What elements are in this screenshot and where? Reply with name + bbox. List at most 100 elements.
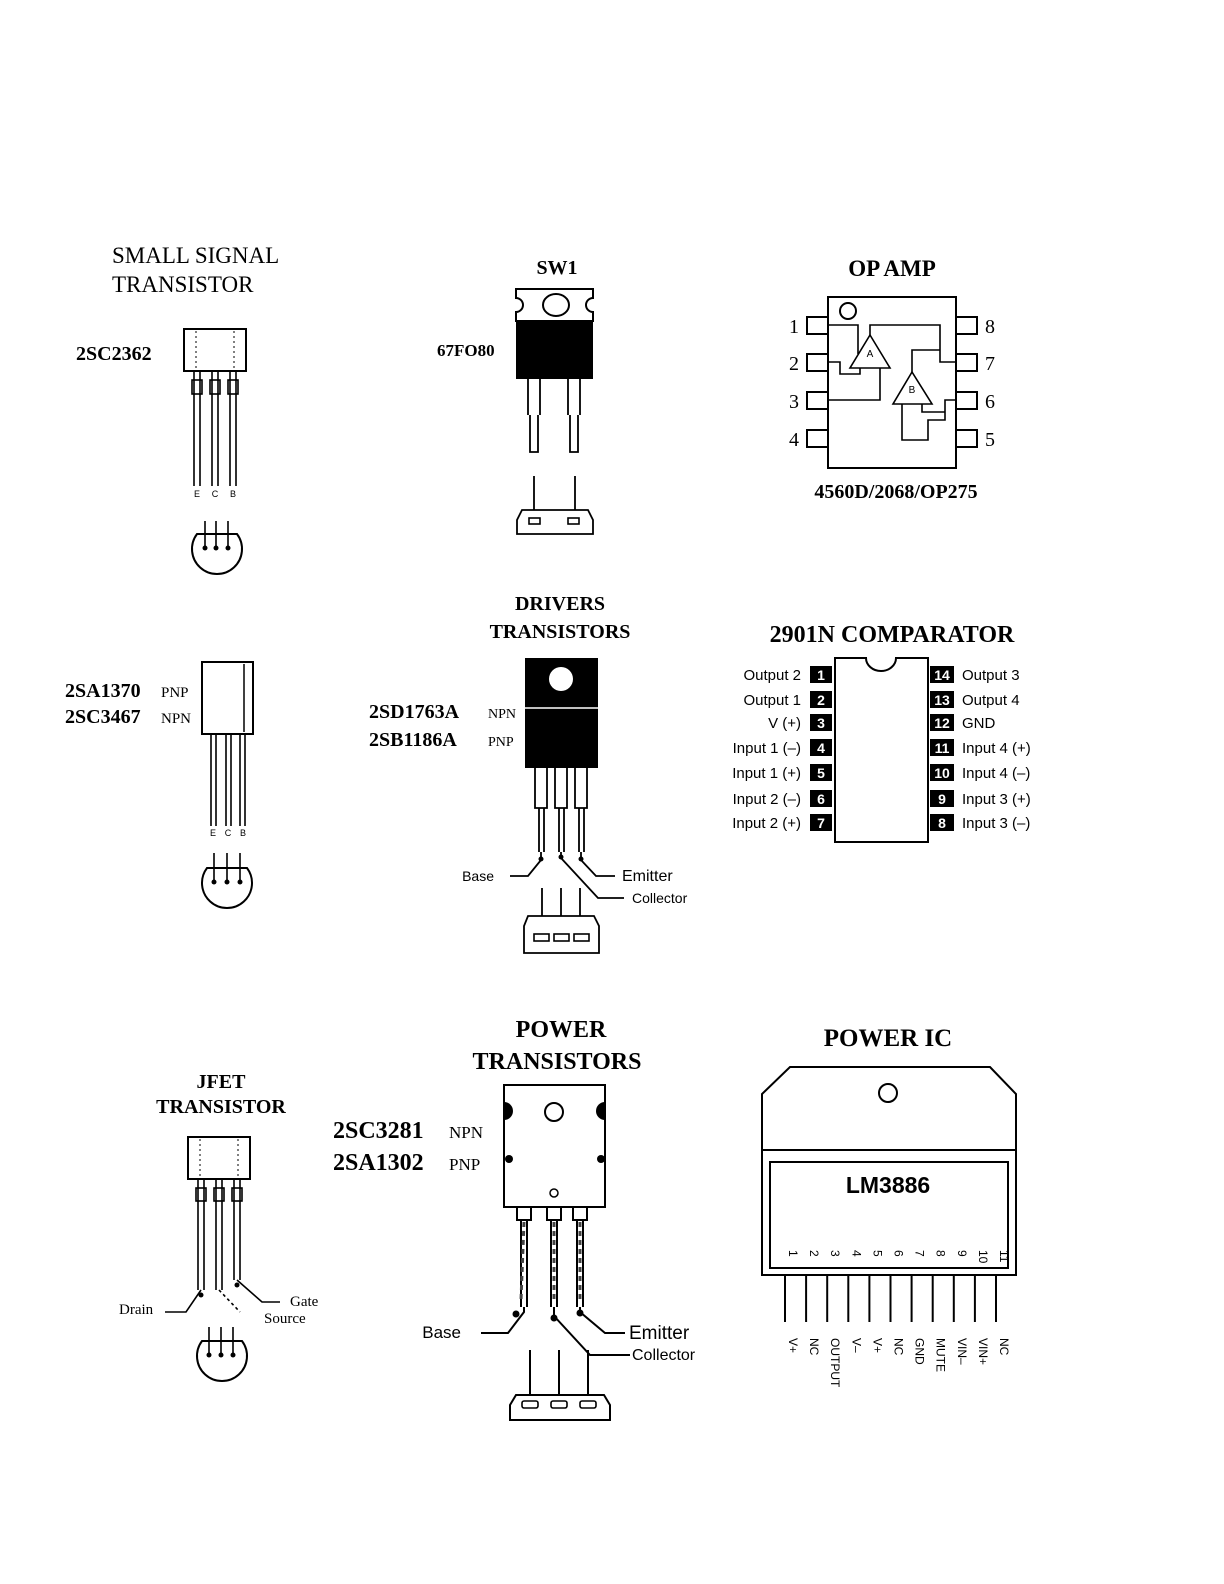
power-ic-pin-label: VIN+: [976, 1338, 990, 1365]
comparator-title: 2901N COMPARATOR: [770, 622, 1015, 648]
to92l-pin-b: B: [240, 828, 246, 838]
power-ic-pin-number: 10: [976, 1250, 990, 1264]
opamp-pin-2: 2: [789, 353, 799, 375]
comparator-pin-label: Input 4 (+): [962, 740, 1031, 757]
opamp-pin-4: 4: [789, 429, 799, 451]
to92-body: [183, 328, 247, 372]
small-signal-title-1: SMALL SIGNAL: [112, 243, 279, 268]
power-part-2: 2SA1302: [333, 1150, 424, 1176]
power-part-2-type: PNP: [449, 1155, 480, 1174]
power-ic-pin-number: 7: [913, 1250, 927, 1257]
opamp-title: OP AMP: [848, 256, 936, 281]
op-amp: OP AMP 1 2 3 4 8 7 6 5 A B 4560D/20: [789, 256, 995, 503]
to92l-bottom-view: [201, 853, 253, 909]
comparator-pin-box: [810, 739, 832, 756]
comparator-pin-label: Input 2 (–): [733, 791, 801, 808]
comparator-pin-number: 9: [938, 791, 946, 807]
power-part-1-type: NPN: [449, 1123, 483, 1142]
driver-transistors: DRIVERS TRANSISTORS 2SD1763A NPN 2SB1186…: [369, 593, 688, 954]
comparator-pin-box: [930, 666, 954, 683]
sw1-regulator: SW1 67FO80: [437, 257, 594, 535]
to92l-part-1: 2SA1370: [65, 680, 141, 702]
comparator-pin-box: [930, 790, 954, 807]
comparator-pin-label: Output 3: [962, 667, 1020, 684]
comparator-pin-box: [930, 764, 954, 781]
comparator-pin-number: 1: [817, 667, 825, 683]
power-ic-pin-label: NC: [892, 1338, 906, 1356]
power-ic-pin-number: 3: [828, 1250, 842, 1257]
comparator-pin-label: Input 3 (–): [962, 815, 1030, 832]
comparator-pin-label: Input 3 (+): [962, 791, 1031, 808]
comparator-pin-label: Input 1 (–): [733, 740, 801, 757]
jfet-drain-label: Drain: [119, 1302, 154, 1318]
power-ic-pin-label: NC: [997, 1338, 1011, 1356]
comparator-pin-box: [930, 814, 954, 831]
power-ic-part: LM3886: [846, 1172, 930, 1198]
to92l-body: [201, 661, 254, 735]
power-ic-pin-number: 5: [870, 1250, 884, 1257]
jfet-body: [187, 1136, 251, 1180]
pin-c-label: C: [212, 489, 219, 499]
power-ic-pin-label: V+: [870, 1338, 884, 1353]
comparator-pin-number: 5: [817, 765, 825, 781]
power-part-1: 2SC3281: [333, 1118, 424, 1144]
drivers-emitter-label: Emitter: [622, 868, 673, 885]
jfet-gate-label: Gate: [290, 1294, 319, 1310]
comparator-pin-number: 2: [817, 692, 825, 708]
drivers-part-1: 2SD1763A: [369, 701, 460, 723]
opamp-part: 4560D/2068/OP275: [814, 481, 977, 503]
jfet-bottom-view: [196, 1327, 248, 1382]
power-ic-title: POWER IC: [824, 1025, 952, 1052]
comparator-pin-number: 3: [817, 715, 825, 731]
power-ic-pin-label: VIN–: [955, 1338, 969, 1365]
comparator-pin-label: Input 4 (–): [962, 765, 1030, 782]
comparator-pin-label: Input 2 (+): [732, 815, 801, 832]
power-emitter-label: Emitter: [629, 1323, 690, 1344]
to92l-part-1-type: PNP: [161, 685, 189, 701]
comparator-pin-label: Input 1 (+): [732, 765, 801, 782]
power-ic-pin-number: 4: [849, 1250, 863, 1257]
drivers-base-label: Base: [462, 868, 494, 884]
to92-bottom-view: [191, 521, 243, 575]
power-collector-label: Collector: [632, 1347, 696, 1364]
comparator-pin-number: 11: [935, 740, 950, 756]
to92l-transistor: 2SA1370 PNP 2SC3467 NPN E C B: [65, 661, 254, 909]
power-ic-pin-number: 8: [934, 1250, 948, 1257]
comparator-pin-number: 4: [817, 740, 825, 756]
to92l-part-2-type: NPN: [161, 711, 191, 727]
opamp-pin-7: 7: [985, 353, 995, 375]
comparator-pin-box: [810, 666, 832, 683]
power-ic-pin-number: 11: [997, 1250, 1011, 1263]
small-signal-transistor: SMALL SIGNAL TRANSISTOR 2SC2362 E C B: [76, 243, 279, 575]
to92l-part-2: 2SC3467: [65, 706, 141, 728]
opamp-b-label: B: [909, 385, 916, 396]
sw1-title: SW1: [536, 257, 577, 279]
power-ic-pin-number: 6: [892, 1250, 906, 1257]
opamp-a-label: A: [867, 349, 874, 360]
comparator-pin-box: [810, 764, 832, 781]
opamp-pin-6: 6: [985, 391, 995, 413]
power-transistors: POWER TRANSISTORS 2SC3281 NPN 2SA1302 PN…: [333, 1017, 696, 1421]
small-signal-part: 2SC2362: [76, 343, 152, 365]
jfet-transistor: JFET TRANSISTOR Drain Gate Source: [119, 1071, 319, 1382]
comparator-pin-number: 8: [938, 815, 946, 831]
opamp-pin-1: 1: [789, 316, 799, 338]
power-ic-pin-number: 1: [786, 1250, 800, 1257]
comparator-pin-box: [810, 691, 832, 708]
comparator-pin-label: GND: [962, 715, 996, 732]
dip8-body: [827, 296, 957, 469]
comparator-pin-label: Output 1: [743, 692, 801, 709]
drivers-title-1: DRIVERS: [515, 593, 605, 615]
jfet-title-2: TRANSISTOR: [156, 1096, 286, 1118]
comparator-pin-number: 12: [934, 715, 950, 731]
drivers-part-1-type: NPN: [488, 707, 516, 722]
dip14-body: [834, 657, 929, 843]
small-signal-title-2: TRANSISTOR: [112, 272, 254, 297]
comparator-pin-number: 6: [817, 791, 825, 807]
comparator-pin-number: 13: [934, 692, 950, 708]
power-ic-pin-label: V+: [786, 1338, 800, 1353]
